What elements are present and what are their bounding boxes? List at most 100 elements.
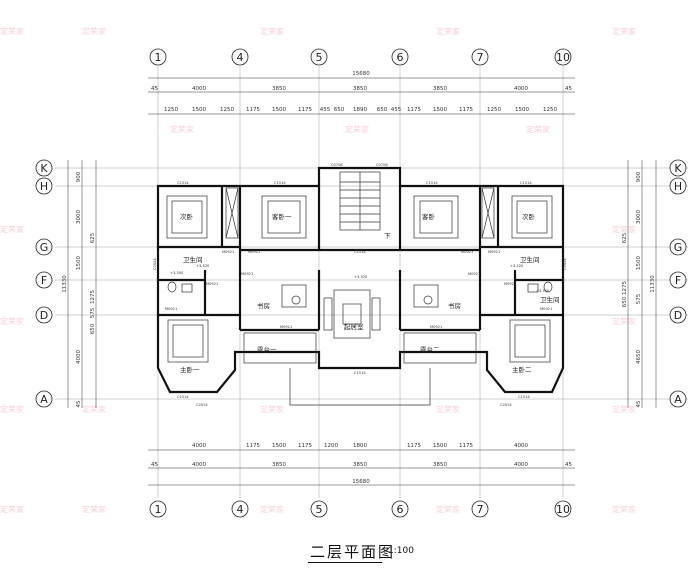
room-label: 客卧 <box>422 212 436 221</box>
watermark: 定荣家 <box>436 26 460 36</box>
dim-total-right: 11330 <box>650 275 656 293</box>
dim-detail: 1500 <box>636 256 642 270</box>
dimensions-right <box>627 160 657 408</box>
door-tag: M0921 <box>488 250 500 254</box>
watermark: 定荣家 <box>436 404 460 414</box>
grid-bubbles-top: 1 4 5 6 7 10 <box>149 48 572 66</box>
dim-bottom-main: 4000 <box>192 462 206 468</box>
dim-detail: 1275 <box>90 290 96 304</box>
watermark: 定荣家 <box>345 124 369 134</box>
room-label: 露台一 <box>257 345 277 354</box>
dim-detail: 1500 <box>433 107 447 113</box>
door-tag: M0921 <box>248 250 260 254</box>
grid-label: D <box>674 309 682 322</box>
room-label: 起居室 <box>344 322 364 331</box>
window-tag: C2014 <box>500 403 512 407</box>
dimensions-bottom-detail: 4000 1175 1500 1175 1200 1800 1175 1500 … <box>192 443 528 449</box>
dim-detail: 1275 <box>622 281 628 295</box>
watermark: 定荣家 <box>612 316 636 326</box>
dim-top-main: 3850 <box>433 86 447 92</box>
watermark: 定荣家 <box>612 504 636 514</box>
dim-top-main: 4000 <box>514 86 528 92</box>
dim-detail: 455 <box>391 107 402 113</box>
grid-label: 5 <box>316 503 323 516</box>
stair-direction: 下 <box>384 232 391 240</box>
dim-detail: 1250 <box>487 107 501 113</box>
dim-bottom-main: 4000 <box>514 462 528 468</box>
watermark: 定荣家 <box>0 224 24 234</box>
window-tag: C0708 <box>376 163 388 167</box>
dim-detail: 4650 <box>636 350 642 364</box>
room-label: 卫生间 <box>183 255 203 264</box>
grid-label: F <box>41 274 47 287</box>
watermark: 定荣家 <box>526 124 550 134</box>
dim-detail: 1200 <box>324 443 338 449</box>
watermark: 定荣家 <box>0 316 24 326</box>
dim-detail: 1500 <box>192 107 206 113</box>
room-label: 露台二 <box>420 345 440 354</box>
dim-detail: 650 <box>377 107 388 113</box>
watermark: 定荣家 <box>0 26 24 36</box>
grid-label: 1 <box>155 51 162 64</box>
dim-edge: 45 <box>151 86 158 92</box>
dim-top-main: 3850 <box>272 86 286 92</box>
grid-lines <box>55 66 688 498</box>
watermark: 定荣家 <box>260 26 284 36</box>
grid-label: 4 <box>237 503 244 516</box>
watermark: 定荣家 <box>82 26 106 36</box>
window-tag: C1514 <box>520 181 532 185</box>
grid-label: F <box>675 274 681 287</box>
window-tag: C0708 <box>331 163 343 167</box>
grid-label: 6 <box>397 51 404 64</box>
dim-detail: 4000 <box>514 443 528 449</box>
dim-total-bottom: 15680 <box>352 479 370 485</box>
dim-detail: 1500 <box>515 107 529 113</box>
dim-detail: 455 <box>320 107 331 113</box>
dim-detail: 1175 <box>246 443 260 449</box>
dim-detail: 1500 <box>76 256 82 270</box>
level-mark: +3.520 <box>510 264 524 268</box>
dim-detail: 1500 <box>433 443 447 449</box>
dim-bottom-main: 3850 <box>272 462 286 468</box>
dim-bottom-main: 3850 <box>353 462 367 468</box>
dim-detail: 1175 <box>298 107 312 113</box>
dim-detail: 1250 <box>543 107 557 113</box>
grid-label: 10 <box>556 503 570 516</box>
grid-label: 1 <box>155 503 162 516</box>
dim-detail: 1175 <box>407 107 421 113</box>
door-tag: M0921 <box>280 325 292 329</box>
window-tag: C1514 <box>518 395 530 399</box>
dimensions-bottom <box>148 449 575 486</box>
level-mark: +3.500 <box>170 271 184 275</box>
dim-detail: 575 <box>636 293 642 304</box>
dim-detail: 900 <box>636 171 642 182</box>
dim-top-main: 4000 <box>192 86 206 92</box>
window-tag: C1514 <box>354 371 366 375</box>
dim-total-left: 11330 <box>62 275 68 293</box>
grid-label: A <box>40 393 48 406</box>
watermark: 定荣家 <box>82 504 106 514</box>
watermark: 定荣家 <box>260 504 284 514</box>
grid-label: 5 <box>316 51 323 64</box>
room-label: 主卧二 <box>512 365 532 374</box>
dim-detail: 1175 <box>246 107 260 113</box>
room-label: 主卧一 <box>180 365 200 374</box>
dim-detail: 4000 <box>192 443 206 449</box>
dimensions-top <box>148 77 575 115</box>
door-tag: M0921 <box>461 250 473 254</box>
dim-detail: 650 <box>334 107 345 113</box>
door-tag: M0921 <box>504 282 516 286</box>
dim-detail: 1500 <box>272 443 286 449</box>
watermark: 定荣家 <box>260 404 284 414</box>
window-tag: C1514 <box>354 250 366 254</box>
dimensions-left <box>67 160 97 408</box>
grid-bubbles-left: K H G F D A <box>35 159 53 408</box>
level-mark: +3.500 <box>536 289 550 293</box>
dim-detail: 1800 <box>353 443 367 449</box>
dim-detail: 1175 <box>407 443 421 449</box>
dim-detail: 1500 <box>272 107 286 113</box>
watermark-layer: 定荣家 定荣家 定荣家 定荣家 定荣家 定荣家 定荣家 定荣家 定荣家 定荣家 … <box>0 26 636 514</box>
drawing-title: 二层平面图 <box>310 543 396 561</box>
grid-bubbles-right: K H G F D A <box>669 159 687 408</box>
